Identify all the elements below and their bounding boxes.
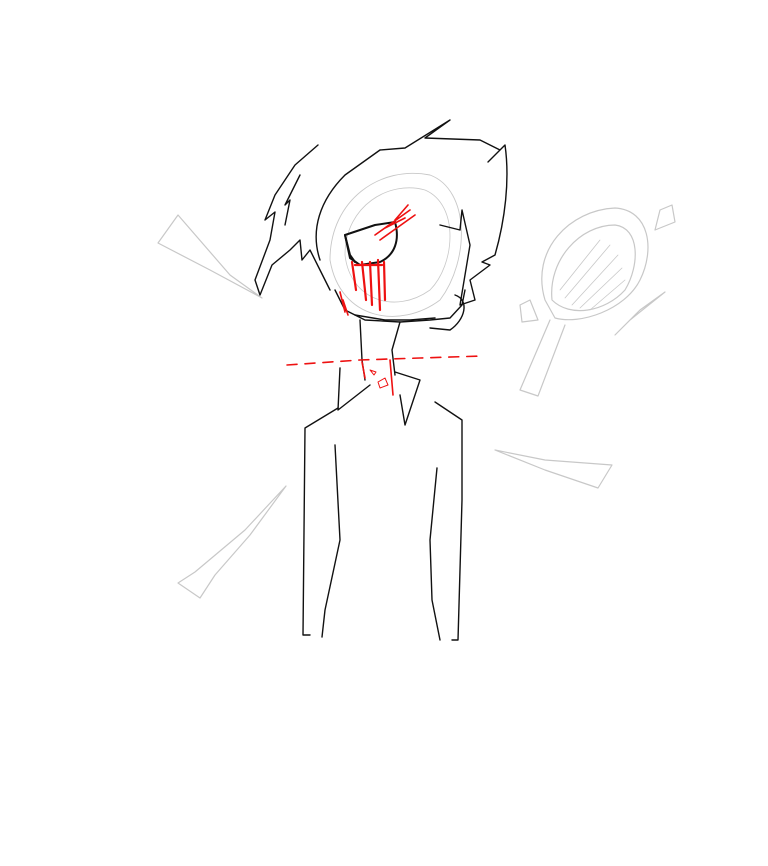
collar-right	[394, 371, 421, 426]
blood-marks	[286, 204, 483, 396]
eye-scratches	[374, 204, 416, 241]
sketch-head-circle	[329, 172, 462, 317]
face-jaw	[334, 289, 466, 323]
shirt-right	[434, 401, 463, 641]
blood-drips	[350, 258, 387, 312]
eye-lid	[344, 234, 356, 263]
sketch-head-circle-2	[344, 187, 451, 303]
background-sketch	[157, 172, 676, 599]
sketch-mirror-hatching	[559, 239, 626, 311]
arm-left	[321, 444, 341, 638]
sketch-mirror-shards	[519, 204, 676, 336]
neck-cut-dashes	[286, 355, 483, 366]
blood-cheek	[339, 291, 349, 316]
ear-right	[429, 294, 465, 331]
mouth-line	[354, 314, 436, 321]
sketch-shard-left	[157, 214, 263, 299]
collar-left	[337, 367, 371, 411]
sketch-shard-right	[494, 449, 613, 489]
shirt-left	[302, 407, 339, 636]
neck-marks	[369, 369, 389, 389]
hair-spike-inner	[284, 174, 301, 226]
sketch-mirror-frame	[541, 207, 649, 321]
sketch-mirror-handle	[519, 319, 566, 397]
neck-right	[391, 321, 401, 376]
hair-spike-left	[254, 144, 331, 296]
arm-right	[429, 467, 441, 641]
hair-outline	[315, 119, 508, 306]
neck-blood	[361, 359, 394, 396]
character-line-art	[254, 119, 508, 641]
sketch-shard-bottom-left	[177, 485, 287, 599]
